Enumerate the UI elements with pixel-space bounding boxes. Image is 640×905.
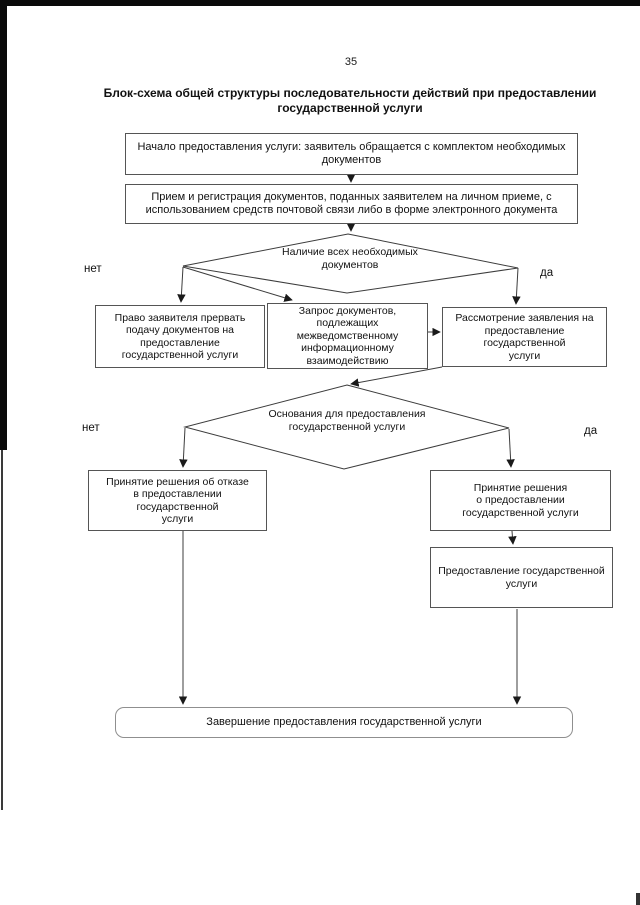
node-reception: Прием и регистрация документов, поданных…	[125, 184, 578, 224]
node-grant-decision: Принятие решения о предоставлении госуда…	[430, 470, 611, 531]
connector-grant-to-provision	[508, 530, 517, 545]
page-edge-artifact-left	[0, 0, 7, 450]
branch-label-no-2: нет	[82, 422, 100, 434]
page-edge-artifact-top	[0, 0, 640, 6]
decision-grounds-label: Основания для предоставления государстве…	[268, 408, 426, 433]
node-start: Начало предоставления услуги: заявитель …	[125, 133, 578, 175]
connector-yes-to-review	[512, 267, 521, 305]
branch-label-yes-1: да	[540, 267, 554, 279]
node-service-provision: Предоставление государственной услуги	[430, 547, 613, 608]
node-completion: Завершение предоставления государственно…	[115, 707, 573, 738]
page-number: 35	[344, 56, 358, 68]
page-edge-artifact-bottom-right	[636, 893, 640, 905]
page-edge-artifact-left-lower	[1, 450, 3, 810]
connector-review-to-grounds	[350, 366, 443, 387]
page-title: Блок-схема общей структуры последователь…	[103, 86, 597, 115]
connector-no-to-interrupt	[177, 266, 186, 303]
connector-yes-to-grant	[506, 428, 515, 468]
decision-has-documents-label: Наличие всех необходимых документов	[282, 246, 418, 271]
branch-label-yes-2: да	[584, 425, 598, 437]
node-refusal-decision: Принятие решения об отказе в предоставле…	[88, 470, 267, 531]
connector-no-to-refusal	[179, 427, 188, 468]
branch-label-no-1: нет	[84, 263, 102, 275]
node-application-review: Рассмотрение заявления на предоставление…	[442, 307, 607, 367]
node-interagency-request: Запрос документов, подлежащих межведомст…	[267, 303, 428, 369]
node-interrupt-right: Право заявителя прервать подачу документ…	[95, 305, 265, 368]
